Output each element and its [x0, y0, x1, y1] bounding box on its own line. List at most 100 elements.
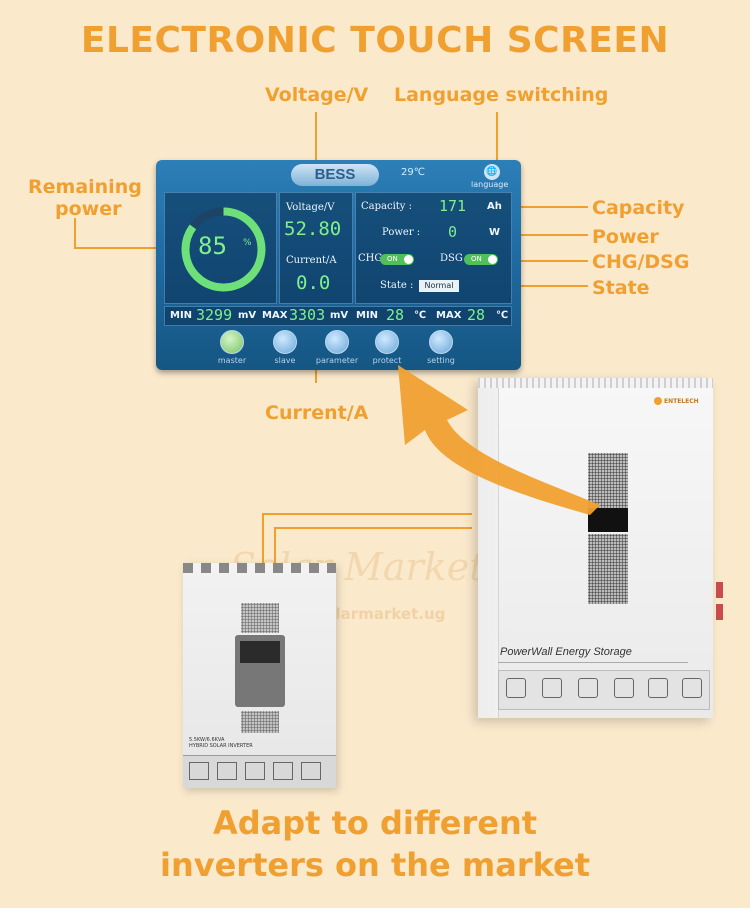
connector-bottom-drop [274, 527, 276, 565]
footer-line2: inverters on the market [159, 846, 591, 884]
bess-display: BESS 29℃ 🌐 language 85 % Voltage/V 52.80… [156, 160, 521, 370]
temperature-readout: 29℃ [401, 167, 425, 178]
brand-logo-icon [654, 397, 662, 405]
max-temp-value: 28 [467, 306, 486, 324]
callout-capacity: Capacity [592, 197, 685, 219]
min-voltage-value: 3299 [196, 306, 233, 324]
min-temp-unit: ℃ [414, 310, 427, 321]
nav-slave-label: slave [274, 356, 296, 365]
callout-language: Language switching [394, 84, 609, 106]
inverter-feature-icon [273, 762, 293, 780]
inverter-grille-bottom [241, 711, 279, 733]
max-voltage-label: MAX [262, 310, 288, 321]
warranty-icon [682, 678, 702, 698]
soc-value: 85 [198, 232, 227, 260]
storage-display-slot [588, 508, 628, 532]
connector-bottom [274, 527, 472, 529]
leader-voltage [315, 112, 317, 202]
storage-grille-bottom [588, 534, 628, 604]
hybrid-inverter: 5.5KW/6.6KVA HYBRID SOLAR INVERTER [183, 563, 336, 788]
leader-language [496, 112, 498, 164]
max-voltage-value: 3303 [289, 306, 326, 324]
powerwall-storage: ENTELECH PowerWall Energy Storage [478, 378, 713, 718]
max-temp-unit: ℃ [496, 310, 509, 321]
inverter-name: HYBRID SOLAR INVERTER [189, 743, 253, 749]
voltage-value: 52.80 [284, 218, 342, 240]
cycle-icon [542, 678, 562, 698]
chg-label: CHG [358, 253, 383, 264]
voltage-current-panel [279, 192, 353, 304]
inverter-model: 5.5KW/6.6KVA [189, 737, 225, 743]
capacity-unit: Ah [487, 201, 502, 212]
bms-icon [578, 678, 598, 698]
inverter-lcd [240, 641, 280, 663]
current-label: Current/A [286, 255, 337, 266]
power-unit: W [489, 227, 501, 238]
display-icon [614, 678, 634, 698]
storage-side-button [716, 582, 723, 598]
storage-icon-strip [498, 670, 710, 710]
leader-remaining-v [74, 218, 76, 248]
leader-power [502, 234, 588, 236]
bess-title: BESS [291, 164, 379, 186]
inverter-grille-top [241, 603, 279, 633]
nav-parameter-label: parameter [315, 356, 359, 365]
callout-voltage: Voltage/V [265, 84, 369, 106]
nav-protect-label: protect [372, 356, 402, 365]
network-icon [648, 678, 668, 698]
inverter-feature-icon [245, 762, 265, 780]
nav-setting-button[interactable] [429, 330, 453, 354]
chg-toggle[interactable]: ON [380, 254, 414, 265]
capacity-value: 171 [439, 197, 467, 215]
voltage-label: Voltage/V [286, 202, 335, 213]
storage-brand: ENTELECH [664, 398, 699, 405]
leader-chg-dsg [502, 260, 588, 262]
nav-slave-button[interactable] [273, 330, 297, 354]
callout-remaining-line2: power [55, 198, 122, 220]
connector-top [262, 513, 472, 515]
dsg-label: DSG [440, 253, 463, 264]
min-voltage-label: MIN [170, 310, 193, 321]
storage-vent [478, 378, 713, 388]
leader-state [512, 285, 588, 287]
connector-top-drop [262, 513, 264, 565]
page-title: ELECTRONIC TOUCH SCREEN [80, 20, 670, 61]
power-value: 0 [448, 223, 458, 241]
nav-master-button[interactable] [220, 330, 244, 354]
language-label: language [471, 180, 509, 189]
cell-stats-panel [164, 306, 512, 326]
dsg-toggle[interactable]: ON [464, 254, 498, 265]
callout-current: Current/A [265, 402, 369, 424]
leader-capacity [512, 206, 588, 208]
callout-state: State [592, 277, 650, 299]
soc-unit: % [243, 238, 252, 248]
storage-divider [498, 662, 688, 663]
min-voltage-unit: mV [238, 310, 257, 321]
current-value: 0.0 [296, 272, 331, 294]
callout-power: Power [592, 226, 659, 248]
soc-gauge: 85 % [176, 202, 271, 297]
storage-side-button [716, 604, 723, 620]
inverter-vent [183, 563, 336, 573]
max-voltage-unit: mV [330, 310, 349, 321]
max-temp-label: MAX [436, 310, 462, 321]
wifi-icon [301, 762, 321, 780]
callout-remaining-line1: Remaining [28, 176, 142, 198]
capacity-label: Capacity : [361, 201, 412, 212]
language-icon[interactable]: 🌐 [484, 164, 500, 180]
footer-line1: Adapt to different [212, 804, 538, 842]
battery-icon [506, 678, 526, 698]
storage-label: PowerWall Energy Storage [500, 646, 632, 658]
nav-parameter-button[interactable] [325, 330, 349, 354]
power-label: Power : [382, 227, 421, 238]
leader-remaining-h [74, 247, 189, 249]
soc-gauge-ring [181, 207, 266, 292]
nav-master-label: master [217, 356, 247, 365]
min-temp-value: 28 [386, 306, 405, 324]
nav-setting-label: setting [427, 356, 455, 365]
callout-chg-dsg: CHG/DSG [592, 251, 690, 273]
inverter-feature-icon [189, 762, 209, 780]
min-temp-label: MIN [356, 310, 379, 321]
nav-protect-button[interactable] [375, 330, 399, 354]
